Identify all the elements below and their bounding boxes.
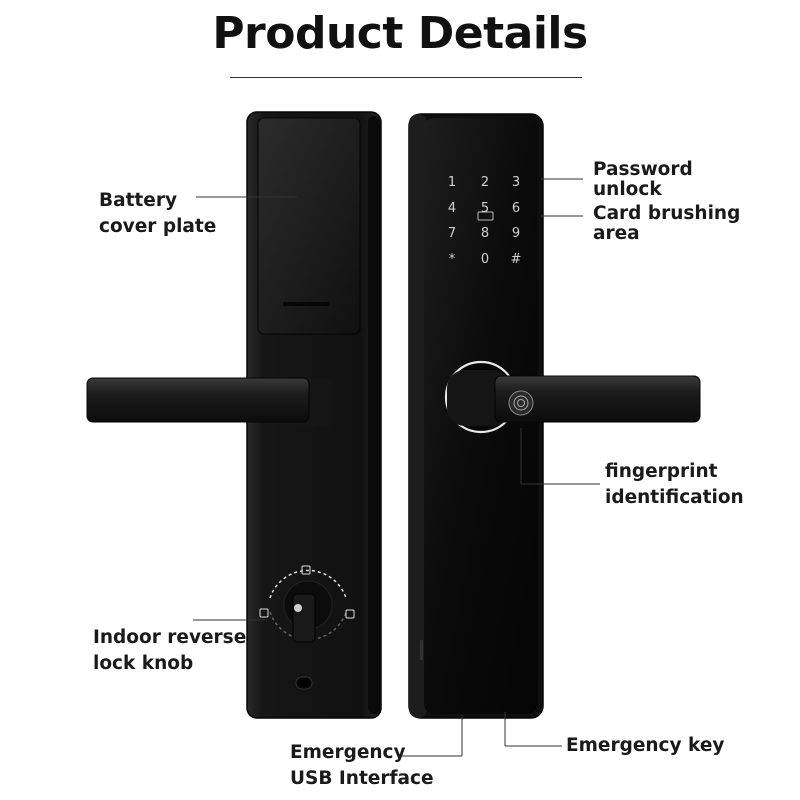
keypad: 1 2 3 4 5 6 7 8 9 * 0 # bbox=[448, 175, 522, 267]
keypad-key-3: 3 bbox=[512, 175, 520, 190]
label-line: Indoor reverse bbox=[93, 627, 247, 648]
outdoor-lock-body bbox=[408, 113, 701, 719]
label-line: unlock bbox=[593, 179, 662, 200]
emergency-key-slot bbox=[420, 640, 423, 660]
page-title: Product Details bbox=[212, 8, 588, 59]
indoor-lever-handle bbox=[86, 377, 334, 426]
keypad-key-8: 8 bbox=[481, 226, 489, 241]
leader-lines bbox=[193, 178, 600, 757]
indoor-lock-body bbox=[86, 111, 382, 719]
label-fingerprint-identification: fingerprint identification bbox=[605, 459, 744, 511]
label-emergency-usb-interface: Emergency USB Interface bbox=[290, 740, 434, 792]
fingerprint-sensor bbox=[508, 390, 534, 416]
keypad-key-6: 6 bbox=[512, 201, 520, 216]
label-line: Emergency bbox=[290, 742, 406, 763]
label-line: Battery bbox=[99, 190, 178, 211]
title-underline bbox=[230, 77, 582, 78]
card-reader-icon bbox=[477, 211, 494, 221]
label-line: Card brushing bbox=[593, 203, 741, 224]
battery-cover-plate bbox=[257, 117, 361, 335]
label-battery-cover-plate: Battery cover plate bbox=[99, 188, 216, 240]
label-line: identification bbox=[605, 487, 744, 508]
keypad-key-5: 5 bbox=[481, 201, 489, 216]
outdoor-lever-handle bbox=[447, 370, 701, 426]
keypad-key-7: 7 bbox=[448, 226, 456, 241]
label-password-unlock: Password unlock bbox=[593, 160, 693, 200]
emergency-usb-port bbox=[295, 676, 313, 690]
keypad-key-2: 2 bbox=[481, 175, 489, 190]
keypad-key-9: 9 bbox=[512, 226, 520, 241]
label-line: Password bbox=[593, 159, 693, 180]
label-indoor-reverse-lock-knob: Indoor reverse lock knob bbox=[93, 625, 246, 677]
label-line: area bbox=[593, 223, 640, 244]
keypad-key-0: 0 bbox=[481, 252, 489, 267]
keypad-key-hash: # bbox=[511, 252, 522, 267]
label-line: USB Interface bbox=[290, 768, 434, 789]
label-line: lock knob bbox=[93, 653, 194, 674]
keypad-key-4: 4 bbox=[448, 201, 456, 216]
label-line: cover plate bbox=[99, 216, 217, 237]
label-emergency-key: Emergency key bbox=[566, 735, 725, 756]
keypad-key-star: * bbox=[449, 252, 456, 267]
label-card-brushing-area: Card brushing area bbox=[593, 204, 740, 244]
indoor-lock-knob bbox=[259, 565, 355, 643]
label-line: fingerprint bbox=[605, 461, 718, 482]
keypad-key-1: 1 bbox=[448, 175, 456, 190]
